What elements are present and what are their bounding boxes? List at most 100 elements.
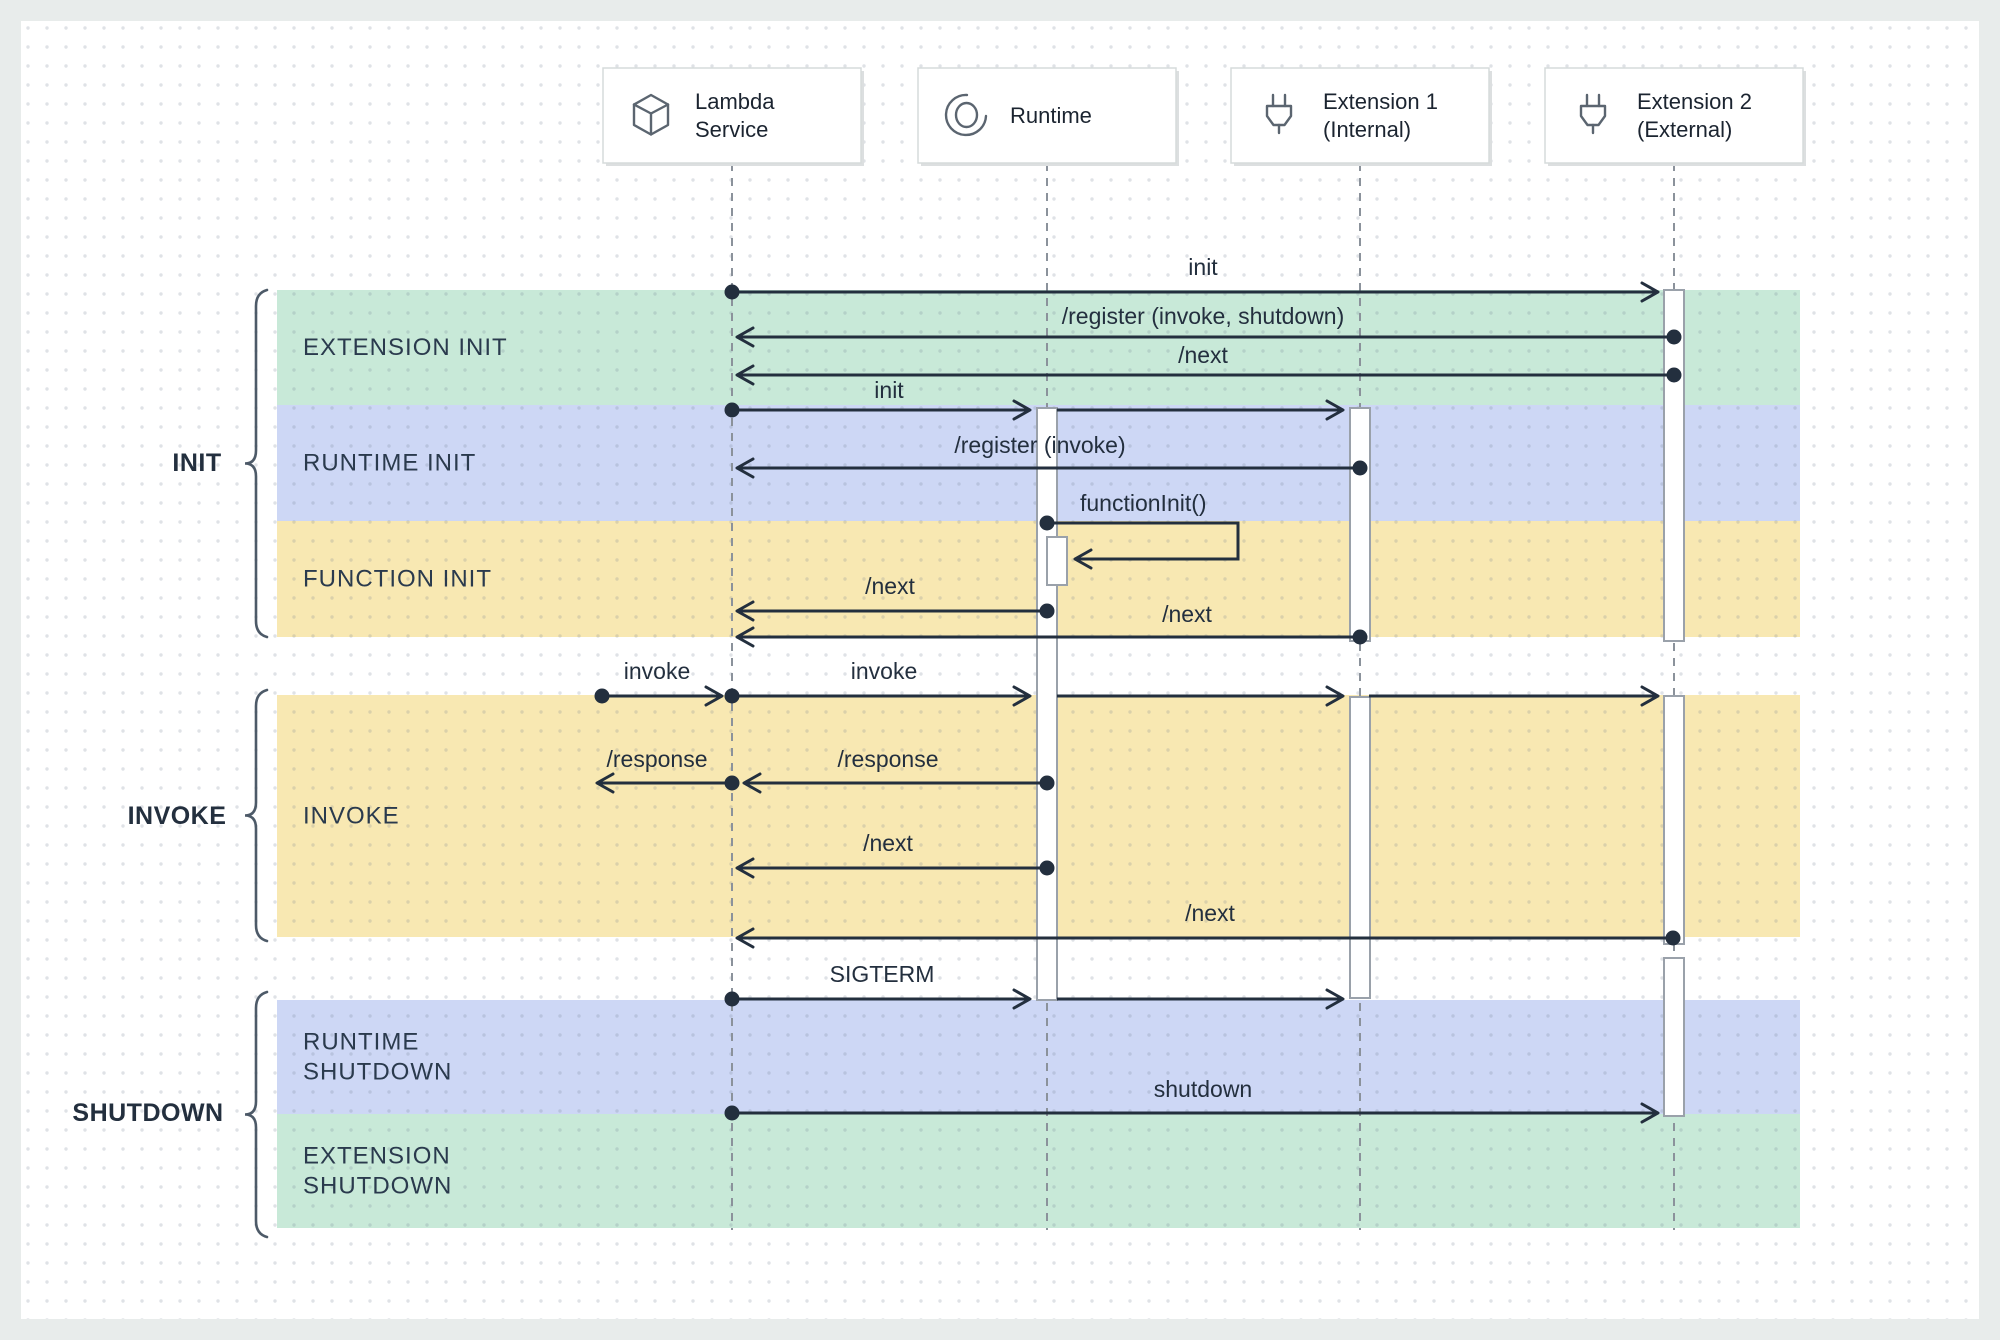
arrowhead [742, 772, 762, 794]
message-next: /next [735, 900, 1681, 949]
band-label-line: FUNCTION INIT [303, 566, 492, 593]
message-origin-dot [724, 402, 740, 418]
arrowhead [1073, 548, 1093, 570]
activation-bar-extension-1 [1349, 407, 1371, 642]
message-origin-dot [1039, 775, 1055, 791]
message-label: /next [1185, 900, 1235, 926]
phase-brace [244, 990, 269, 1239]
actor-label: Extension 2(External) [1637, 89, 1752, 142]
arrowhead [704, 685, 724, 707]
actor-box-extension-2: Extension 2(External) [1544, 67, 1806, 166]
activation-bar-runtime [1036, 407, 1058, 1001]
actor-label: Runtime [1010, 103, 1092, 128]
message-label: /response [837, 746, 938, 772]
arrowhead [735, 626, 755, 648]
arrowhead [735, 927, 755, 949]
message-origin-dot [1352, 629, 1368, 645]
arrowhead [735, 326, 755, 348]
message-label: /next [863, 830, 913, 856]
dot-grid-overlay [21, 21, 1979, 1319]
arrowhead [1640, 685, 1660, 707]
message-origin-dot [1039, 860, 1055, 876]
actor-label-line: Lambda [695, 89, 775, 114]
band-label-runtime-init: RUNTIME INIT [303, 450, 476, 477]
arrowhead [1640, 1102, 1660, 1124]
message-register-invoke-shutdown: /register (invoke, shutdown) [735, 303, 1682, 348]
phase-brace [244, 288, 269, 639]
actor-box-frame [1230, 67, 1490, 164]
band-label-line: INVOKE [303, 803, 400, 830]
band-label-line: EXTENSION INIT [303, 334, 508, 361]
message-next: /next [735, 830, 1055, 879]
message-register-invoke: /register (invoke) [735, 432, 1368, 479]
message-response: /response [595, 746, 740, 794]
arrowhead [735, 600, 755, 622]
message-next: /next [735, 573, 1055, 622]
message-label: init [874, 377, 904, 403]
message-origin-dot [724, 688, 740, 704]
cube-icon [632, 93, 670, 136]
actor-box-frame [917, 67, 1177, 164]
arrowhead [735, 364, 755, 386]
actor-box-runtime: Runtime [917, 67, 1179, 166]
band-label-invoke-band: INVOKE [303, 803, 400, 830]
actor-label-line: Runtime [1010, 103, 1092, 128]
actor-box-extension-1: Extension 1 (Internal) [1230, 67, 1492, 166]
actor-label-line: (External) [1637, 117, 1732, 142]
arrowhead [1012, 685, 1032, 707]
plug-icon [1265, 93, 1293, 135]
phase-brace [244, 688, 269, 943]
message-origin-dot [1666, 367, 1682, 383]
message-origin-dot [1665, 930, 1681, 946]
message-next: /next [735, 601, 1368, 648]
message-invoke: invoke [724, 658, 1660, 707]
message-origin-dot [1352, 460, 1368, 476]
arrowhead [1325, 399, 1345, 421]
actor-label-line: (Internal) [1323, 117, 1411, 142]
message-origin-dot [1039, 603, 1055, 619]
arrowhead [735, 857, 755, 879]
activation-bar-extension-2 [1663, 957, 1685, 1117]
message-init: init [724, 254, 1660, 303]
message-origin-dot [594, 688, 610, 704]
plug-icon [1579, 93, 1607, 135]
message-label: invoke [624, 658, 690, 684]
message-functioninit: functionInit() [1039, 490, 1240, 586]
band-label-function-init: FUNCTION INIT [303, 566, 492, 593]
message-next: /next [735, 342, 1682, 386]
message-response: /response [742, 746, 1055, 794]
message-label: invoke [851, 658, 917, 684]
band-label-line: EXTENSION [303, 1143, 451, 1170]
band-label-line: RUNTIME INIT [303, 450, 476, 477]
band-label-line: RUNTIME [303, 1029, 419, 1056]
band-label-line: SHUTDOWN [303, 1173, 452, 1200]
phase-label: INIT [172, 449, 221, 477]
message-label: init [1188, 254, 1218, 280]
message-label: /next [865, 573, 915, 599]
band-label-extension-shutdown: EXTENSION SHUTDOWN [303, 1143, 452, 1200]
arrowhead [1325, 988, 1345, 1010]
message-label: SIGTERM [830, 961, 935, 987]
message-init: init [724, 377, 1345, 421]
message-origin-dot [1666, 329, 1682, 345]
phase-label: INVOKE [128, 802, 227, 830]
band-label-extension-init: EXTENSION INIT [303, 334, 508, 361]
arrowhead [1012, 399, 1032, 421]
actor-label-line: Extension 1 [1323, 89, 1438, 114]
phase-label: SHUTDOWN [72, 1099, 223, 1127]
message-invoke: invoke [594, 658, 724, 707]
arrowhead [735, 457, 755, 479]
arrowhead [1640, 281, 1660, 303]
arrowhead [595, 772, 615, 794]
message-sigterm: SIGTERM [724, 961, 1345, 1010]
activation-bar-extension-1 [1349, 696, 1371, 999]
activation-bar-extension-2 [1663, 695, 1685, 945]
arrowhead [1012, 988, 1032, 1010]
message-label: /response [606, 746, 707, 772]
message-label: /register (invoke, shutdown) [1062, 303, 1345, 329]
message-shutdown: shutdown [724, 1076, 1660, 1124]
message-origin-dot [724, 775, 740, 791]
message-origin-dot [724, 284, 740, 300]
